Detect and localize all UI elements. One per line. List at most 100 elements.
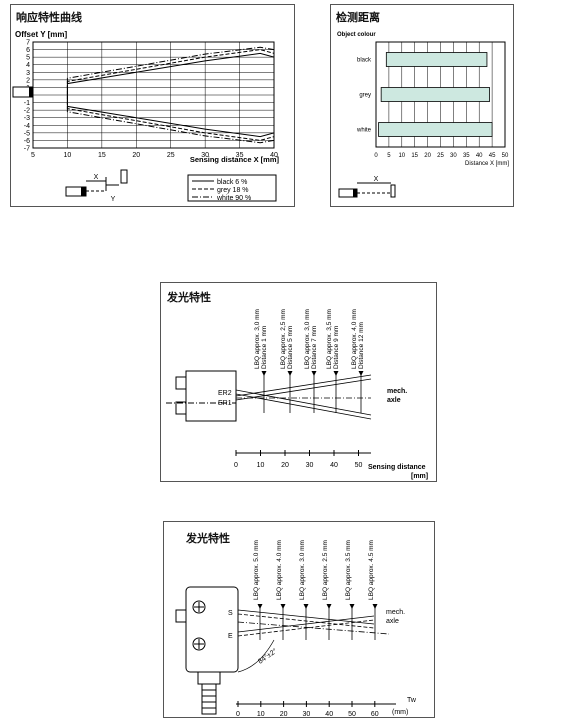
dist-x-tick: 35 — [463, 153, 470, 159]
distance-axis-label: Distance X [mm] — [465, 161, 509, 167]
em2-lbq-label: LBQ approx. 3.5 mm — [345, 540, 352, 600]
dist-x-tick: 0 — [374, 153, 378, 159]
em1-tick-label: 50 — [355, 462, 363, 469]
emission-panel-2-title: 发光特性 — [186, 532, 230, 545]
x-tick-label: 5 — [31, 152, 35, 159]
em1-tick-label: 30 — [306, 462, 314, 469]
er1-label: ER1 — [218, 400, 232, 407]
category-label-grey: grey — [359, 93, 371, 99]
dist-x-tick: 25 — [437, 153, 444, 159]
beam-lines-2 — [237, 609, 390, 637]
em1-distance-label: Distance 1 mm — [261, 326, 268, 369]
em1-tick-label: 10 — [257, 462, 265, 469]
em1-arrow — [287, 371, 293, 376]
legend-black: black 6 % — [217, 179, 247, 186]
em2-arrow — [372, 604, 378, 609]
sensing-distance-title: 检测距离 — [336, 11, 380, 24]
y-tick-label: -4 — [24, 123, 30, 130]
dist-x-tick: 40 — [476, 153, 483, 159]
em1-distance-label: Distance 5 mm — [287, 326, 294, 369]
mech-axle-label-1: mech.axle — [387, 388, 407, 404]
mech-axle-label-2: mech.axle — [386, 609, 405, 625]
y-axis-label: Offset Y [mm] — [15, 30, 67, 39]
em1-lbq-label: LBQ approx. 3,0 mm — [254, 309, 261, 369]
em1-distance-label: Distance 12 mm — [358, 322, 365, 369]
curve-2-lower — [66, 94, 275, 144]
y-tick-label: -6 — [24, 138, 30, 145]
angle-arc — [237, 639, 275, 673]
em1-arrow — [311, 371, 317, 376]
y-tick-label: -3 — [24, 115, 30, 122]
sensing-distance-unit: [mm] — [411, 473, 428, 480]
em2-lbq-label: LBQ approx. 4.0 mm — [276, 540, 283, 600]
y-tick-label: 3 — [26, 70, 30, 77]
sensor-y-label: Y — [111, 196, 116, 203]
em2-arrow — [280, 604, 286, 609]
em1-lbq-label: LBQ approx. 3,0 mm — [304, 309, 311, 369]
category-label-black: black — [357, 58, 372, 64]
emission-panel-1-title: 发光特性 — [167, 291, 211, 304]
sensing-distance-label: Sensing distance — [368, 464, 426, 471]
em2-lbq-label: LBQ approx. 3.0 mm — [299, 540, 306, 600]
response-curve-panel: 响应特性曲线 Offset Y [mm] 76543210-1-2-3-4-5-… — [10, 4, 295, 207]
em1-arrow — [358, 371, 364, 376]
em2-arrow — [326, 604, 332, 609]
em2-tick-label: 40 — [325, 711, 333, 718]
em2-tick-label: 50 — [348, 711, 356, 718]
x-tick-label: 10 — [64, 152, 72, 159]
dist-x-tick: 30 — [450, 153, 457, 159]
legend: black 6 % grey 18 % white 90 % — [187, 174, 277, 202]
curve-2-upper — [66, 46, 275, 96]
object-colour-label: Object colour — [337, 32, 376, 38]
dist-x-tick: 10 — [398, 153, 405, 159]
em2-tick-label: 20 — [280, 711, 288, 718]
em2-tick-label: 0 — [236, 711, 240, 718]
em2-arrow — [257, 604, 263, 609]
legend-grey: grey 18 % — [217, 187, 249, 194]
y-tick-label: 5 — [26, 55, 30, 62]
e-label: E — [228, 633, 233, 640]
category-label-white: white — [356, 128, 372, 134]
em1-lbq-label: LBQ approx. 3,5 mm — [326, 309, 333, 369]
y-tick-label: -2 — [24, 108, 30, 115]
x-tick-label: 40 — [270, 152, 278, 159]
tw-label: Tw — [407, 697, 417, 704]
s-label: S — [228, 610, 233, 617]
curve-1-lower — [66, 94, 275, 141]
sensor-schematic: X Y — [65, 169, 128, 203]
unit-label: (mm) — [392, 709, 408, 716]
y-tick-label: 6 — [26, 47, 30, 54]
x-axis-label: Sensing distance X [mm] — [190, 155, 280, 164]
em2-lbq-label: LBQ approx. 4.5 mm — [368, 540, 375, 600]
em2-lbq-label: LBQ approx. 2.5 mm — [322, 540, 329, 600]
sensor-x-label: X — [94, 174, 99, 181]
em2-arrow — [349, 604, 355, 609]
dist-x-tick: 15 — [411, 153, 418, 159]
y-tick-label: 4 — [26, 62, 30, 69]
em1-tick-label: 40 — [330, 462, 338, 469]
beam-lines-1 — [235, 374, 372, 420]
dist-x-tick: 5 — [387, 153, 391, 159]
x-tick-label: 20 — [132, 152, 140, 159]
x-tick-label: 30 — [201, 152, 209, 159]
dist-x-tick: 50 — [502, 153, 509, 159]
em1-arrow — [333, 371, 339, 376]
em1-distance-label: Distance 7 mm — [311, 326, 318, 369]
response-curve-title: 响应特性曲线 — [16, 11, 82, 24]
em2-tick-label: 60 — [371, 711, 379, 718]
em1-lbq-label: LBQ approx. 4,0 mm — [351, 309, 358, 369]
dist-x-tick: 45 — [489, 153, 496, 159]
response-curve-chart: Offset Y [mm] 76543210-1-2-3-4-5-6-75101… — [12, 30, 280, 203]
distance-sensor-schematic: X — [338, 176, 396, 198]
x-tick-label: 25 — [167, 152, 175, 159]
bar-white — [378, 122, 493, 137]
emitter-lens — [29, 87, 33, 97]
x-tick-label: 15 — [98, 152, 106, 159]
em2-tick-label: 30 — [303, 711, 311, 718]
sensor-body-1 — [166, 370, 237, 422]
em1-tick-label: 0 — [234, 462, 238, 469]
em1-distance-label: Distance 9 mm — [333, 326, 340, 369]
